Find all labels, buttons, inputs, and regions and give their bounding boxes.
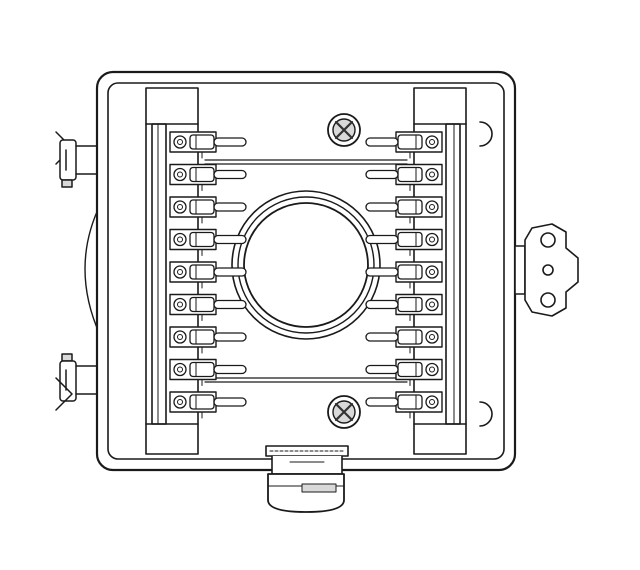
right-terminal-2 xyxy=(366,165,442,191)
corner-hole-top-right xyxy=(480,122,492,146)
mounting-screw-top xyxy=(328,114,360,146)
right-terminal-1 xyxy=(366,132,442,158)
left-terminal-6 xyxy=(170,295,246,321)
mounting-screw-bottom xyxy=(328,396,360,428)
left-terminal-3 xyxy=(170,197,246,223)
left-terminal-5 xyxy=(170,262,246,288)
right-terminal-3 xyxy=(366,197,442,223)
cable-gland-bottom xyxy=(266,446,348,512)
left-hinge-top xyxy=(56,132,97,187)
corner-hole-bottom-right xyxy=(480,402,492,426)
right-terminal-5 xyxy=(366,262,442,288)
left-terminal-block-group xyxy=(170,132,246,418)
left-hinge-bottom xyxy=(56,354,97,410)
left-terminal-4 xyxy=(170,230,246,256)
right-terminal-block-group xyxy=(366,132,442,418)
wall-mount-bracket xyxy=(515,224,578,316)
right-terminal-7 xyxy=(366,327,442,353)
right-terminal-8 xyxy=(366,360,442,386)
right-terminal-9 xyxy=(366,392,442,418)
left-terminal-9 xyxy=(170,392,246,418)
wire-bus-lines xyxy=(205,160,407,382)
right-terminal-6 xyxy=(366,295,442,321)
left-terminal-8 xyxy=(170,360,246,386)
left-terminal-2 xyxy=(170,165,246,191)
right-terminal-4 xyxy=(366,230,442,256)
left-terminal-1 xyxy=(170,132,246,158)
left-terminal-7 xyxy=(170,327,246,353)
rear-bulge-outline xyxy=(85,205,100,335)
central-cable-entry xyxy=(232,191,380,339)
